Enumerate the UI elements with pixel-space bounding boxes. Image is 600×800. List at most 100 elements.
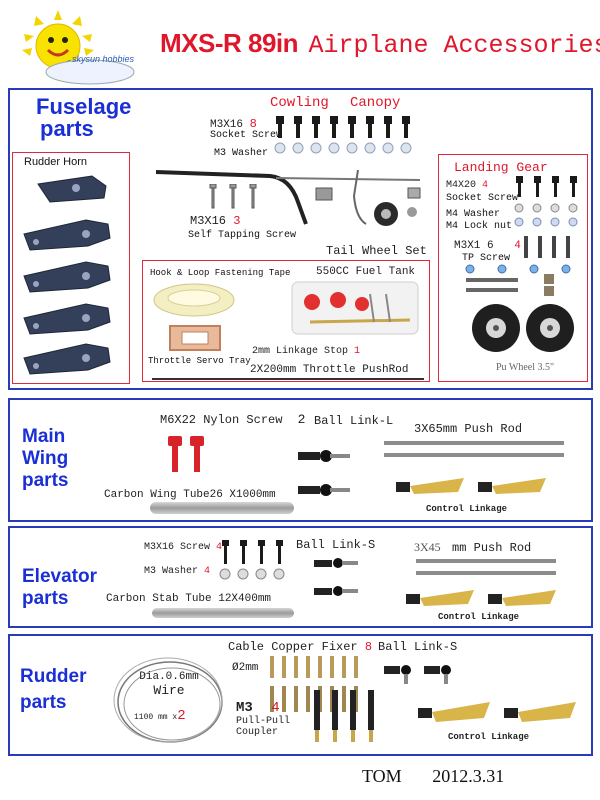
wire-qty: 2	[177, 708, 186, 724]
cable-fixer-label: Cable Copper Fixer 8	[228, 640, 372, 654]
wing-tube-text: Carbon Wing Tube	[104, 489, 210, 501]
coupler-qty: 4	[271, 700, 280, 716]
page-title: MXS-R 89in Airplane Accessories	[160, 28, 600, 60]
main-wing-panel	[8, 398, 593, 522]
pushrod-size: 2X200mm	[250, 364, 297, 376]
m6x22-label: M6X22 Nylon Screw 2	[160, 412, 305, 427]
stab-tube-icon	[152, 608, 294, 618]
m3-washer-label: M3 Washer	[214, 148, 269, 159]
elev-m3x16-text: M3X16 Screw	[144, 542, 211, 553]
title-rest: Airplane Accessories	[308, 31, 600, 60]
rudder-panel	[8, 634, 593, 756]
m4x20-qty: 4	[482, 180, 489, 191]
m6x22-qty: 2	[297, 412, 306, 427]
tapping-label: M3X16 3	[190, 214, 240, 228]
tp-screw-size-label: M3X1 6 4	[454, 240, 521, 252]
elev-control-linkage-icon	[406, 590, 556, 606]
rudder-ball-link-label: Ball Link-S	[378, 640, 458, 654]
footer-signature: TOM 2012.3.31	[362, 766, 504, 787]
elev-ball-link-icon	[314, 558, 358, 596]
m3x16-socket-label: M3X16 8	[210, 118, 257, 131]
lg-socket-label: Socket Screw	[446, 193, 519, 204]
footer-date: 2012.3.31	[432, 766, 505, 786]
rudder-title: Rudder parts	[20, 664, 87, 716]
m4-washer-label: M4 Washer	[446, 209, 501, 220]
logo: skysun hobbies	[10, 6, 140, 86]
accessories-panel	[142, 260, 430, 382]
linkage-stop-qty: 1	[354, 346, 361, 357]
fuselage-title: Fuselage parts	[36, 96, 131, 140]
wire-label: Dia.0.6mm Wire	[134, 670, 204, 698]
tp-screws-icon	[524, 236, 570, 258]
elevator-panel	[8, 526, 593, 628]
main-wing-title: Main Wing parts	[22, 426, 68, 492]
coupler-desc: Pull-Pull Coupler	[236, 716, 290, 738]
rudder-control-linkage-label: Control Linkage	[448, 732, 530, 742]
wire-len: 1100 mm x	[134, 713, 178, 722]
lg-hardware-icon	[514, 176, 578, 227]
tapping-desc: Self Tapping Screw	[188, 230, 297, 241]
elev-m3x16-label: M3X16 Screw 4	[144, 542, 222, 553]
cable-fixer-text: Cable Copper Fixer	[228, 640, 358, 654]
wire-dia: Dia.0.6mm	[139, 671, 199, 683]
main-wing-title-line1: Main	[22, 426, 66, 447]
tp-size: M3X1 6	[454, 240, 494, 252]
coupler-m3-label: M3 4	[236, 700, 280, 716]
hook-loop-label: Hook & Loop Fastening Tape	[150, 268, 291, 278]
sun-logo-icon	[22, 10, 135, 85]
wing-control-linkage-icon	[396, 478, 546, 494]
rudder-control-linkage-icon	[418, 702, 576, 722]
fixer-size-label: Ø2mm	[232, 662, 259, 674]
elev-pushrod-label: 3X45 mm Push Rod	[414, 540, 531, 555]
tapping-size: M3X16	[190, 214, 227, 228]
footer-author: TOM	[362, 766, 402, 786]
m4x20-label: M4X20 4	[446, 180, 488, 191]
main-wing-title-line2: Wing	[22, 448, 69, 469]
wire-length-label: 1100 mm x2	[134, 708, 186, 724]
elev-ball-link-label: Ball Link-S	[296, 538, 376, 552]
rudder-horn-label: Rudder Horn	[24, 156, 87, 168]
fuselage-title-line2: parts	[40, 116, 94, 141]
wing-tube-icon	[150, 502, 294, 514]
ball-link-l-icon	[298, 450, 350, 496]
title-model: MXS-R 89in	[160, 28, 299, 58]
coupler-m3: M3	[236, 700, 253, 716]
stab-tube-text: Carbon Stab Tube 12X4	[106, 593, 245, 605]
cowling-label: Cowling	[270, 95, 329, 111]
elev-pushrod-text: mm Push Rod	[452, 541, 532, 555]
wing-pushrod-label: 3X65mm Push Rod	[414, 422, 523, 436]
pu-wheels-icon	[466, 274, 574, 352]
stab-tube-size: 00mm	[244, 593, 272, 605]
m6x22-text: M6X22 Nylon Screw	[160, 413, 283, 427]
cowling-screws-icon	[274, 116, 412, 154]
wing-tube-label: Carbon Wing Tube26 X1000mm	[104, 488, 276, 501]
elev-m3x16-qty: 4	[216, 542, 223, 553]
servo-tray-label: Throttle Servo Tray	[148, 356, 251, 366]
rudder-horn-panel	[12, 152, 130, 384]
tapping-screws-icon	[209, 184, 257, 209]
coupler-desc-a: Pull-Pull	[236, 716, 291, 727]
elev-m3-washer-text: M3 Washer	[144, 566, 199, 577]
fuselage-title-line1: Fuselage	[36, 94, 132, 119]
stab-tube-label: Carbon Stab Tube 12X400mm	[106, 592, 271, 605]
rudder-title-line2: parts	[20, 692, 67, 713]
tp-screw-label: TP Screw	[462, 253, 511, 264]
landing-gear-label: Landing Gear	[454, 160, 548, 175]
cable-fixer-qty: 8	[364, 640, 373, 654]
tp-qty: 4	[514, 240, 521, 252]
hook-loop-tape-icon	[153, 283, 235, 317]
coupler-desc-b: Coupler	[236, 727, 279, 738]
linkage-stop-label: 2mm Linkage Stop 1	[252, 346, 360, 357]
m3x16-qty: 8	[249, 117, 257, 131]
elev-pushrods-icon	[416, 559, 556, 575]
elev-m3-washer-label: M3 Washer 4	[144, 566, 210, 577]
brand-text: skysun hobbies	[71, 54, 135, 64]
elevator-title-line2: parts	[22, 588, 69, 609]
wire-coil-icon	[113, 657, 223, 743]
fuel-tank-icon	[291, 281, 419, 335]
rudder-horn-icon	[23, 175, 111, 375]
m4x20-size: M4X20	[446, 180, 477, 191]
elevator-title-line1: Elevator	[22, 566, 97, 587]
m4-lock-label: M4 Lock nut	[446, 221, 513, 232]
wing-control-linkage-label: Control Linkage	[426, 504, 508, 514]
